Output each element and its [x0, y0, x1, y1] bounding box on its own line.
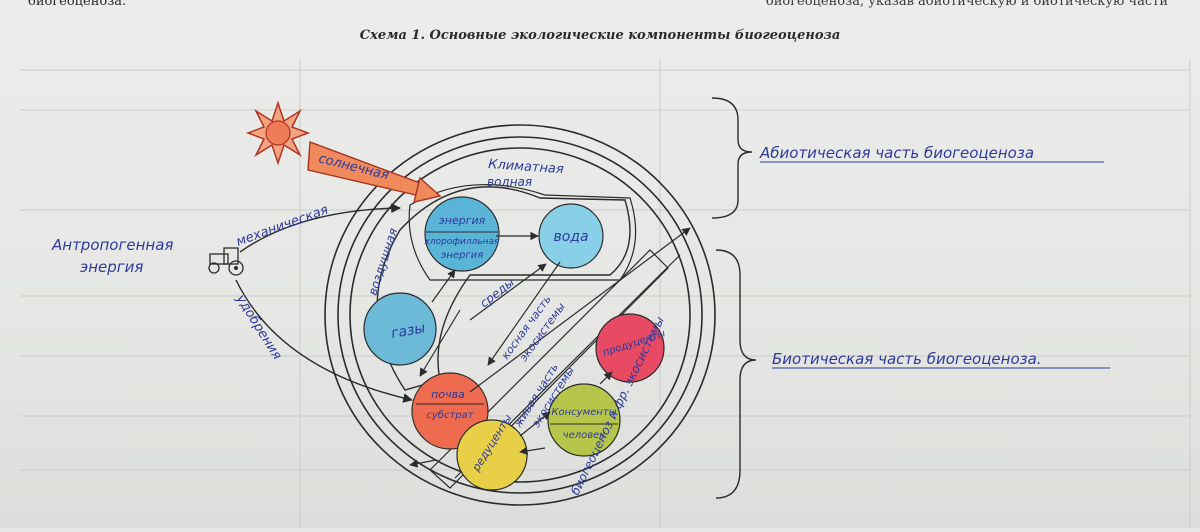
soil-label: почва: [431, 388, 465, 401]
chlorophyll-label: хлорофилльная: [424, 237, 501, 247]
mechanical-energy-arrow: [239, 203, 401, 253]
water-circle: [538, 203, 604, 269]
sun-icon: [245, 100, 311, 166]
anthropogenic-label-line2: энергия: [80, 258, 143, 276]
gases-label: газы: [390, 320, 427, 342]
mechanical-label: механическая: [234, 202, 330, 249]
anthropogenic-label-line1: Антропогенная: [51, 236, 173, 254]
top-fragment-left: биогеоценоза.: [28, 0, 127, 9]
climate-label: Климатная: [488, 157, 565, 177]
energy-label-lower: энергия: [441, 250, 483, 261]
biotic-band-outline: [429, 249, 669, 489]
abiotic-part-label: Абиотическая часть биогеоценоза: [759, 144, 1034, 162]
energy-label: энергия: [439, 214, 486, 227]
water-label: вода: [553, 229, 588, 245]
biotic-bracket: [715, 249, 757, 499]
biotic-part-label: Биотическая часть биогеоценоза.: [772, 350, 1042, 368]
reducers-circle: [456, 419, 528, 491]
human-label: человек: [563, 430, 606, 441]
gases-circle: [363, 292, 437, 366]
fertilizer-arrow: [235, 279, 413, 403]
energy-circle: [424, 196, 500, 272]
climate-band-outline: [408, 184, 637, 281]
previous-text-fragment: биогеоценоза. биогеоценоза, указав абиот…: [28, 0, 1188, 9]
consumers-label: Консументы: [551, 407, 616, 418]
air-environment-label: воздушная: [366, 226, 401, 297]
substrate-label: субстрат: [426, 409, 474, 421]
fertilizer-label: удобрения: [232, 291, 284, 362]
water-environment-label: водная: [487, 175, 532, 189]
solar-arrow-head: [413, 176, 442, 203]
producers-circle: [595, 313, 665, 383]
diagram-caption: Схема 1. Основные экологические компонен…: [359, 28, 841, 43]
tractor-icon: [208, 247, 244, 276]
abiotic-bracket: [711, 97, 753, 219]
outer-ecosystem-boundary: [324, 124, 716, 506]
top-fragment-right: биогеоценоза, указав абиотическую и биот…: [765, 0, 1168, 9]
flow-arrows: [409, 227, 691, 468]
abiotic-region-outline: [376, 186, 631, 391]
